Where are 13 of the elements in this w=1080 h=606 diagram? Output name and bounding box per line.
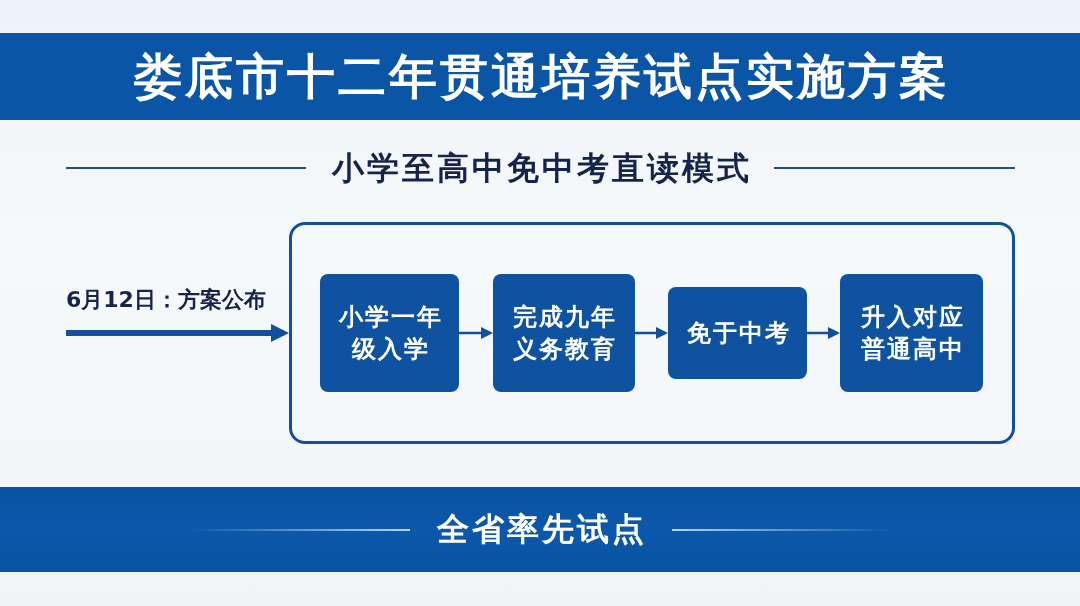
arrow <box>66 324 289 342</box>
title: 娄底市十二年贯通培养试点实施方案 <box>132 47 950 106</box>
arrow <box>807 327 840 339</box>
process-box: 免于中考 <box>668 287 807 379</box>
subtitle: 小学至高中免中考直读模式 <box>330 148 752 189</box>
banner-text: 全省率先试点 <box>435 509 647 550</box>
arrow <box>635 327 668 339</box>
rounded-frame <box>289 222 1015 444</box>
edge-label: 6月12日：方案公布 <box>66 287 266 313</box>
process-box: 小学一年级入学 <box>320 274 459 392</box>
process-box: 完成九年义务教育 <box>493 274 635 392</box>
arrow <box>459 327 493 339</box>
process-box: 升入对应普通高中 <box>840 274 983 392</box>
